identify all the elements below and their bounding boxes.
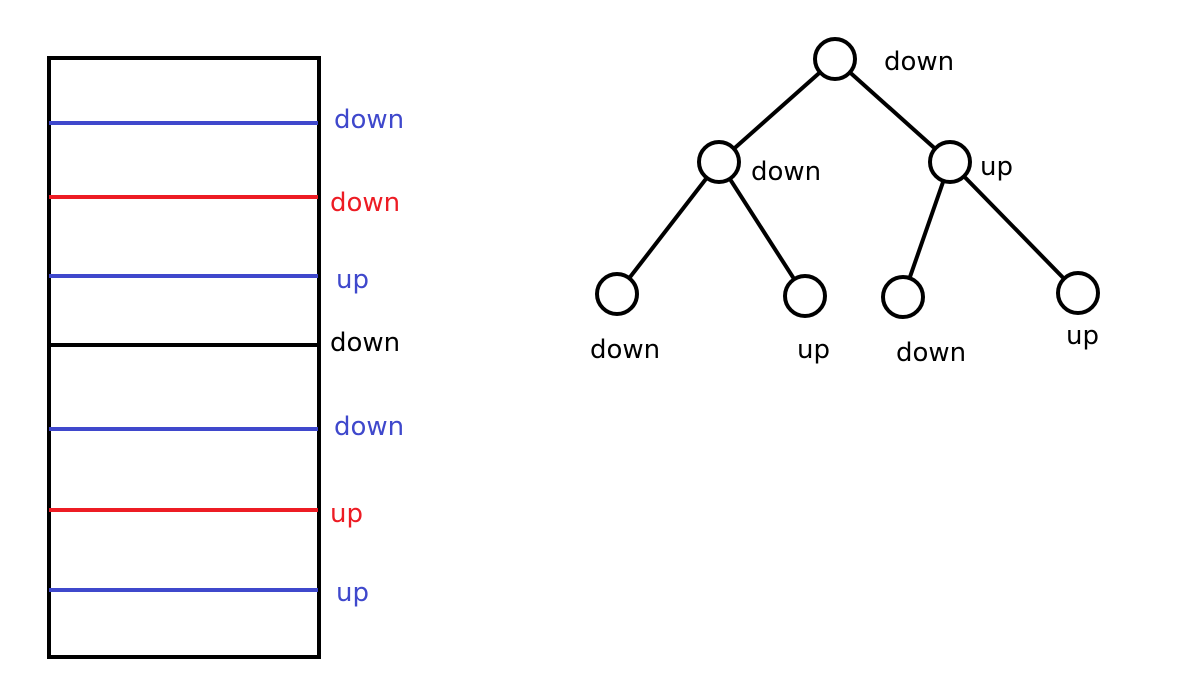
tree-node-left-right: [783, 274, 827, 318]
tree-edge-left-rightleaf: [717, 160, 807, 298]
line-strip: down down up down down up up: [47, 56, 404, 659]
strip-label-6: up: [330, 499, 363, 529]
tree-node-left: [697, 140, 741, 184]
tree-node-right-left: [881, 275, 925, 319]
strip-label-1: down: [334, 105, 404, 135]
tree-edge-root-right: [833, 57, 952, 164]
tree-node-root: [813, 37, 857, 81]
tree-node-left-left: [595, 272, 639, 316]
strip-border: [47, 56, 321, 659]
tree-edge-right-rightleaf: [948, 160, 1080, 295]
binary-tree: down down up down up down up: [590, 37, 1100, 368]
tree-label-right-left: down: [896, 338, 966, 368]
strip-label-2: down: [330, 188, 400, 218]
strip-label-7: up: [336, 578, 369, 608]
tree-edge-right-leftleaf: [901, 161, 952, 298]
tree-label-right: up: [980, 152, 1013, 182]
tree-node-right-right: [1056, 271, 1100, 315]
strip-label-4: down: [330, 328, 400, 358]
strip-label-3: up: [336, 265, 369, 295]
tree-label-right-right: up: [1066, 321, 1099, 351]
tree-edge-root-left: [717, 57, 837, 164]
tree-label-root: down: [884, 47, 954, 77]
tree-node-right: [928, 140, 972, 184]
tree-label-left: down: [751, 157, 821, 187]
strip-label-5: down: [334, 412, 404, 442]
tree-label-left-left: down: [590, 335, 660, 365]
tree-edge-left-leftleaf: [615, 160, 721, 296]
tree-label-left-right: up: [797, 335, 830, 365]
